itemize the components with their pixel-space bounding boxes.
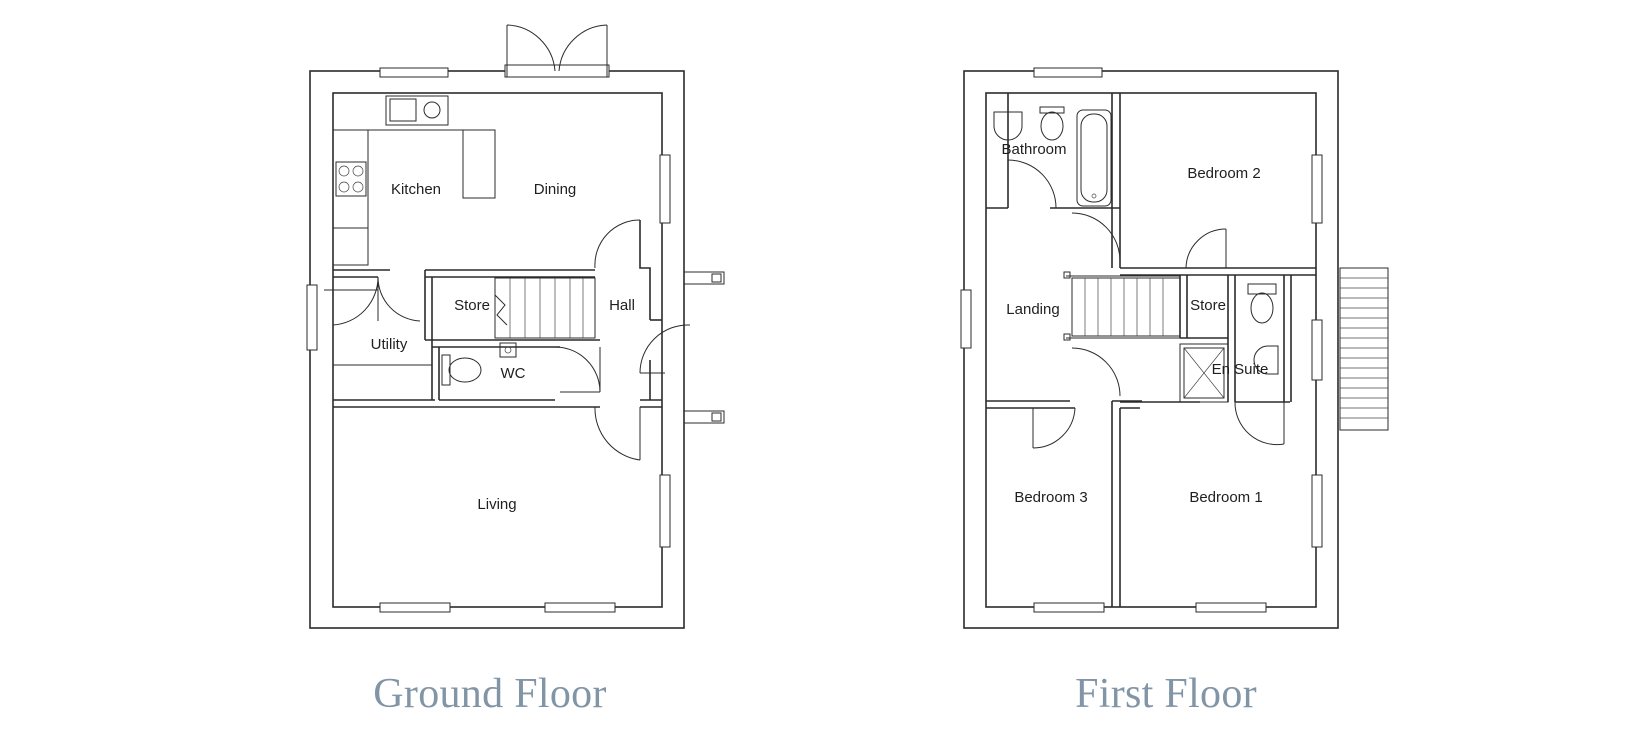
toilet-icon xyxy=(441,354,482,386)
bathroom-toilet-icon xyxy=(1040,111,1064,141)
ground-inner-wall xyxy=(332,92,663,608)
floor-title-first: First Floor xyxy=(1075,671,1257,717)
ensuite-toilet-icon xyxy=(1250,292,1274,324)
porch-post-top xyxy=(683,271,725,285)
room-label-wc: WC xyxy=(501,365,526,382)
first-partitions xyxy=(986,93,1316,607)
room-label-hall: Hall xyxy=(609,297,635,314)
kitchen-window xyxy=(379,67,449,78)
ground-partitions xyxy=(332,220,662,408)
ground-outer-wall xyxy=(309,70,685,629)
ground-floor-plan: Kitchen Dining Store Hall Utility WC Liv… xyxy=(306,24,725,629)
french-doors xyxy=(504,24,610,78)
first-floor-plan: Bathroom Bedroom 2 Landing Store En Suit… xyxy=(960,67,1389,629)
room-label-en-suite: En Suite xyxy=(1212,361,1269,378)
wc-basin-icon xyxy=(499,342,517,358)
porch-post-bottom xyxy=(683,410,725,424)
room-label-bathroom: Bathroom xyxy=(1001,141,1066,158)
bedroom2-window xyxy=(1311,154,1323,224)
ground-door-swings xyxy=(324,219,691,461)
first-outer-wall xyxy=(963,70,1339,629)
hob-icon xyxy=(335,161,367,197)
landing-window xyxy=(960,289,972,349)
porch-canopy xyxy=(1339,267,1389,431)
bath-icon xyxy=(1076,109,1112,207)
ensuite-basin-icon xyxy=(1253,345,1279,375)
bathroom-fittings xyxy=(993,106,1112,209)
first-door-swings xyxy=(1032,212,1285,449)
first-stairs xyxy=(1063,271,1181,341)
room-label-dining: Dining xyxy=(534,181,577,198)
bedroom1-window xyxy=(1195,602,1267,613)
shower-icon xyxy=(1179,343,1229,403)
sink-icon xyxy=(385,95,449,126)
dining-window xyxy=(659,154,671,224)
floor-title-ground: Ground Floor xyxy=(373,671,607,717)
ground-stairs xyxy=(494,277,596,339)
bedroom3-window xyxy=(1033,602,1105,613)
utility-window xyxy=(306,284,318,351)
room-label-living: Living xyxy=(477,496,516,513)
room-label-bedroom-3: Bedroom 3 xyxy=(1014,489,1087,506)
ensuite-window xyxy=(1311,319,1323,381)
room-label-landing: Landing xyxy=(1006,301,1059,318)
bathroom-window xyxy=(1033,67,1103,78)
room-label-kitchen: Kitchen xyxy=(391,181,441,198)
living-side-window xyxy=(659,474,671,548)
bedroom1-side-window xyxy=(1311,474,1323,548)
kitchen-units xyxy=(333,95,496,266)
living-window-left xyxy=(379,602,451,613)
bathroom-basin-icon xyxy=(993,111,1023,141)
room-label-bedroom-1: Bedroom 1 xyxy=(1189,489,1262,506)
room-label-utility: Utility xyxy=(371,336,408,353)
living-window-right xyxy=(544,602,616,613)
room-label-store: Store xyxy=(454,297,490,314)
room-label-store: Store xyxy=(1190,297,1226,314)
first-inner-wall xyxy=(985,92,1317,608)
ensuite-fittings xyxy=(1179,283,1279,403)
room-label-bedroom-2: Bedroom 2 xyxy=(1187,165,1260,182)
